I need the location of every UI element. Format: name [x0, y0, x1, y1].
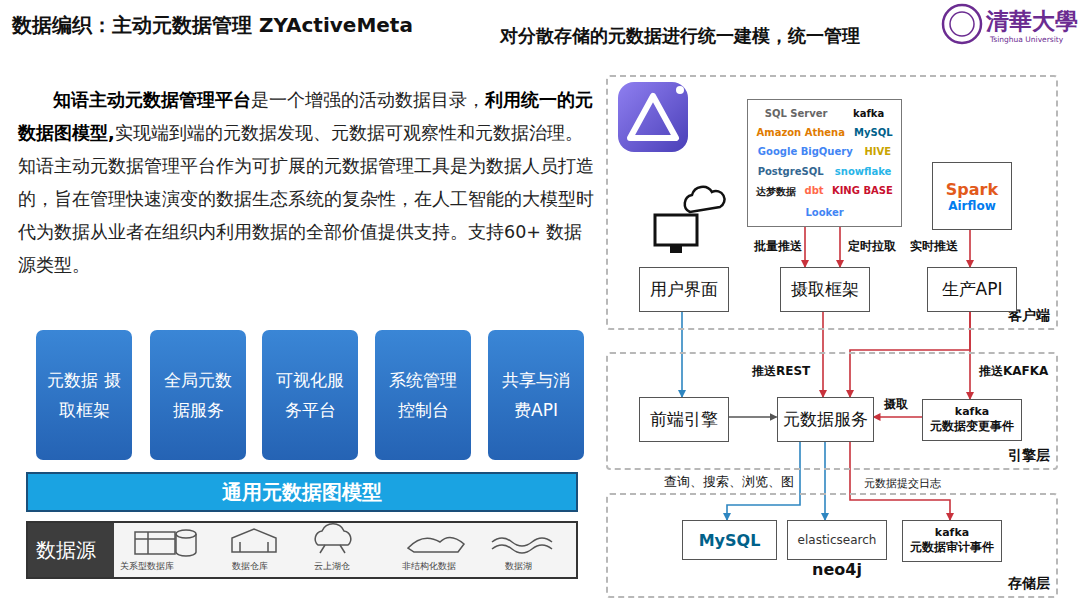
node-text: kafka [935, 526, 969, 539]
node-text: 共享与消费API [494, 365, 578, 425]
connector [839, 227, 841, 267]
product-logo [630, 96, 676, 138]
connector [681, 312, 683, 397]
process-box: 前端引擎 [639, 397, 729, 442]
process-box: SparkAirflow [932, 162, 1012, 230]
edge-label: 实时推送 [908, 238, 960, 255]
node-text: PostgreSQL [758, 166, 824, 177]
product-logo [618, 82, 688, 152]
node-text: 达梦数据 [756, 185, 796, 199]
connector [822, 312, 824, 397]
feature-box: 全局元数据服务 [150, 330, 246, 460]
process-box: 用户界面 [639, 267, 729, 312]
event-box: kafka元数据变更事件 [922, 399, 1022, 441]
connector [804, 227, 806, 267]
school-emblem [950, 12, 974, 36]
node-text: kafka [955, 405, 989, 418]
product-logo [676, 86, 684, 94]
school-emblem [943, 5, 981, 43]
source-band: 数据源 [26, 521, 578, 579]
node-text: 生产API [942, 278, 1003, 301]
feature-box: 可视化服务平台 [262, 330, 358, 460]
node-text: 元数据审计事件 [910, 539, 994, 556]
node-text: 通用元数据图模型 [222, 479, 382, 506]
label-text: 对分散存储的元数据进行统一建模，统一管理 [500, 24, 860, 48]
connector [850, 312, 970, 397]
feature-box: 元数据 摄取框架 [36, 330, 132, 460]
node-text: 元数据服务 [783, 408, 868, 431]
node-text: 可视化服务平台 [268, 365, 352, 425]
layer-region: 存储层MySQLelasticsearchneo4jkafka元数据审计事件 [606, 493, 1058, 598]
edge-label: 摄取 [882, 396, 910, 413]
node-text: Amazon Athena [756, 127, 845, 138]
process-box: 元数据服务 [777, 397, 874, 442]
connector [850, 442, 950, 520]
connector [729, 416, 777, 418]
node-text: 元数据 摄取框架 [42, 365, 126, 425]
node-text: 用户界面 [650, 278, 718, 301]
node-text: MySQL [699, 531, 761, 550]
node-text: elasticsearch [798, 533, 877, 547]
edge-label: 批量推送 [752, 238, 804, 255]
connector [874, 416, 923, 418]
label-text: 清華大學 [986, 6, 1078, 37]
connector [824, 442, 826, 520]
node-text: SQL Server [765, 108, 828, 119]
node-text: 摄取框架 [791, 278, 859, 301]
intro-text: 是一个增强的活动数据目录， [251, 90, 485, 110]
node-text: dbt [804, 185, 823, 199]
node-text: 全局元数据服务 [156, 365, 240, 425]
node-text: 数据源 [36, 537, 96, 564]
monitor-icon [655, 215, 697, 245]
node-text: Spark [946, 180, 998, 199]
edge-label: 推送KAFKA [977, 363, 1050, 380]
node-text: KING BASE [832, 185, 893, 199]
process-box: 摄取框架 [780, 267, 870, 312]
event-box: kafka元数据审计事件 [902, 520, 1002, 562]
store-box: elasticsearchneo4j [787, 520, 887, 560]
layer-region: 客户端SQL ServerkafkaAmazon AthenaMySQLGoog… [606, 75, 1058, 330]
node-text: snowflake [835, 166, 892, 177]
node-text: 前端引擎 [650, 408, 718, 431]
node-text: 元数据变更事件 [930, 418, 1014, 435]
node-text: Looker [805, 207, 843, 218]
intro-paragraph: 知语主动元数据管理平台是一个增强的活动数据目录，利用统一的元数据图模型,实现端到… [18, 84, 600, 282]
node-text: kafka [853, 108, 884, 119]
edge-label: 查询、搜索、浏览、图 [662, 474, 796, 491]
process-box: 生产API [927, 267, 1017, 312]
node-text: MySQL [854, 127, 893, 138]
edge-label: 定时拉取 [846, 238, 898, 255]
intro-text: 知语主动元数据管理平台 [53, 90, 251, 110]
feature-box: 系统管理控制台 [375, 330, 471, 460]
connector [969, 312, 971, 399]
node-text: neo4j [788, 560, 886, 579]
model-band: 通用元数据图模型 [26, 472, 578, 512]
node-text: Google BigQuery [758, 146, 853, 157]
label-text: Tsinghua University [990, 35, 1063, 44]
layer-heading: 存储层 [1008, 575, 1050, 593]
connector [969, 230, 971, 267]
monitor-icon [670, 245, 682, 253]
edge-label: 元数据提交日志 [862, 476, 943, 491]
process-box: MySQL [682, 520, 777, 560]
slide-title: 数据编织：主动元数据管理 ZYActiveMeta [12, 12, 413, 39]
source-logos-box: SQL Server kafkaAmazon Athena MySQLGoogle … [747, 99, 902, 227]
cloud-icon [685, 187, 725, 212]
node-text: HIVE [864, 146, 891, 157]
layer-heading: 引擎层 [1008, 447, 1050, 465]
edge-label: 推送REST [750, 363, 812, 380]
feature-box: 共享与消费API [488, 330, 584, 460]
intro-text: 实现端到端的元数据发现、元数据可观察性和元数据治理。知语主动元数据管理平台作为可… [18, 123, 594, 275]
node-text: 系统管理控制台 [381, 365, 465, 425]
node-text: Airflow [948, 199, 996, 213]
